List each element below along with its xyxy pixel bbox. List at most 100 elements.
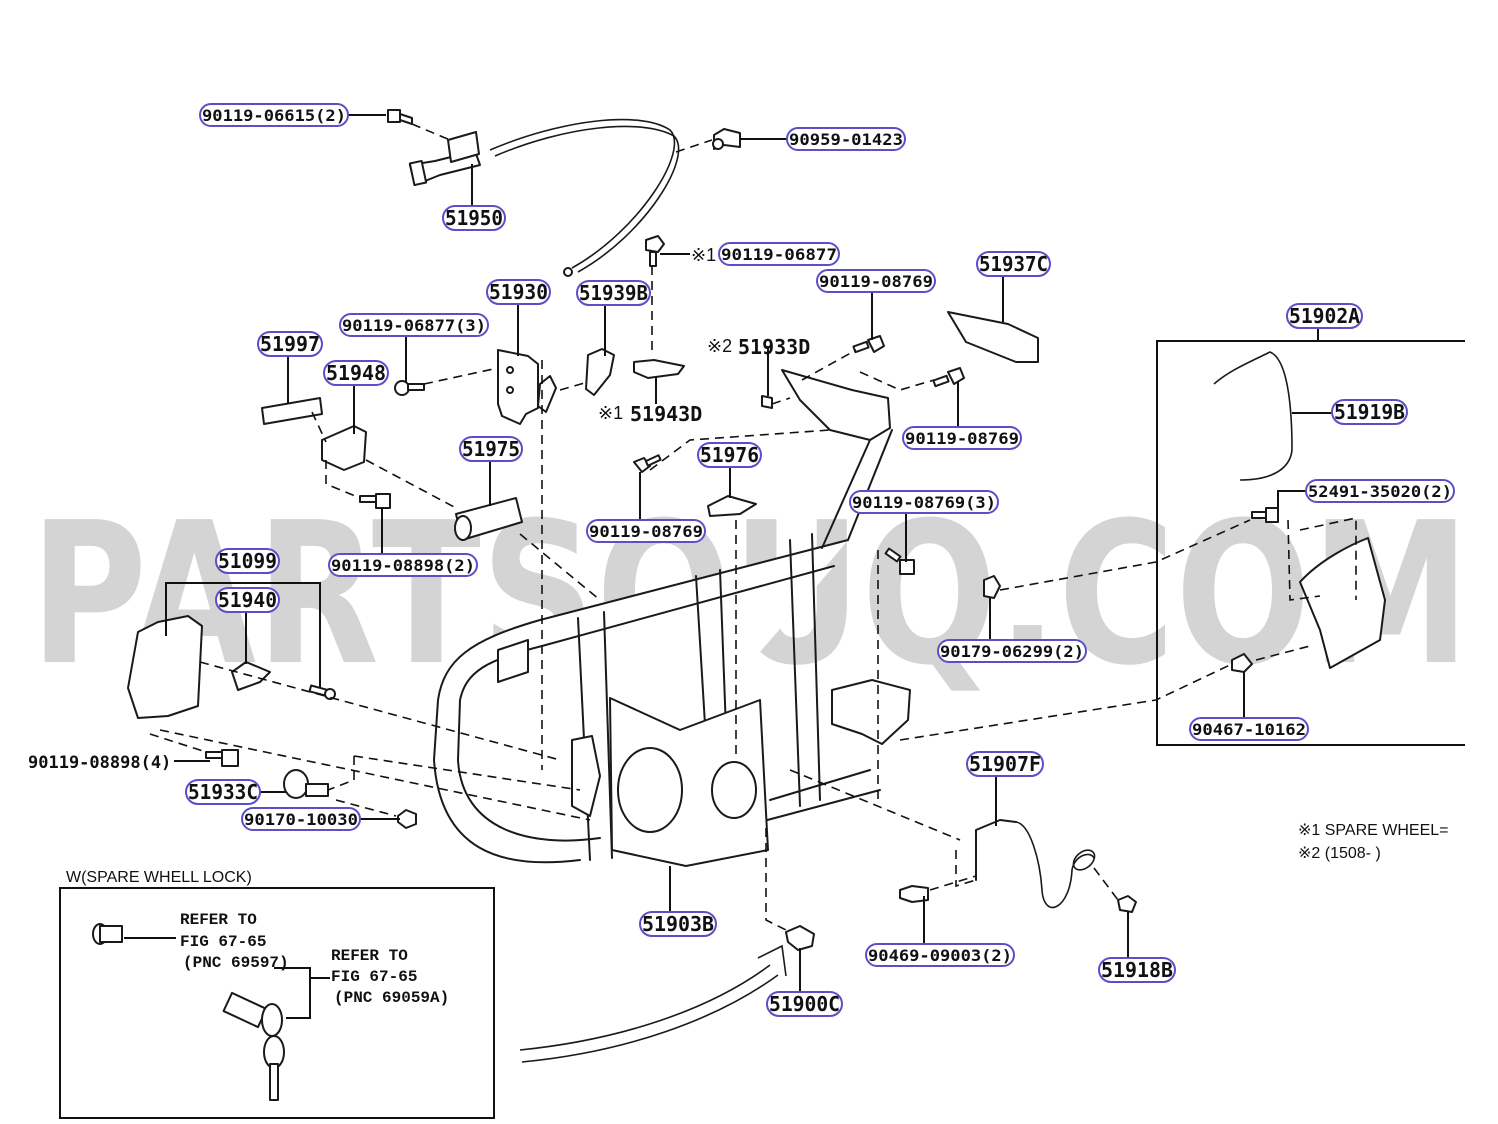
part-number-label: 51940 bbox=[218, 588, 277, 612]
label-51943d[interactable]: 51943D bbox=[630, 402, 702, 426]
callout-51919b[interactable]: 51919B bbox=[1331, 399, 1408, 425]
clip-90959-01423 bbox=[712, 128, 741, 150]
callout-51937c[interactable]: 51937C bbox=[976, 251, 1051, 277]
callout-oval bbox=[786, 127, 906, 151]
part-51997-plate bbox=[261, 397, 323, 425]
callout-51997[interactable]: 51997 bbox=[257, 331, 323, 357]
callout-51930[interactable]: 51930 bbox=[486, 279, 551, 305]
callout-oval bbox=[257, 331, 323, 357]
callout-52491-35020[interactable]: 52491-35020(2) bbox=[1305, 479, 1455, 503]
callout-90119-08769-3[interactable]: 90119-08769(3) bbox=[849, 490, 999, 514]
part-51930-hinge bbox=[497, 349, 557, 425]
callout-oval bbox=[1331, 399, 1408, 425]
curved-arrow bbox=[519, 944, 787, 1063]
part-number-label: 51903B bbox=[642, 912, 714, 936]
part-number-label: 51907F bbox=[969, 752, 1041, 776]
callout-oval bbox=[215, 587, 280, 613]
group-frame-51902a bbox=[1156, 328, 1465, 746]
inset-lock-cylinder bbox=[92, 923, 123, 945]
part-number-label: 90119-08769 bbox=[819, 272, 933, 291]
callout-51099[interactable]: 51099 bbox=[215, 548, 280, 574]
inset-frame bbox=[59, 887, 495, 1119]
part-51948-bracket bbox=[321, 425, 367, 471]
ref1-line-2: FIG 67-65 bbox=[180, 933, 266, 951]
callout-oval bbox=[339, 313, 489, 337]
callout-90119-06877-a[interactable]: 90119-06877 bbox=[718, 242, 840, 266]
part-number-label: 51900C bbox=[769, 992, 840, 1016]
part-number-label: 51939B bbox=[579, 281, 648, 305]
callout-oval bbox=[976, 251, 1051, 277]
callout-51933c[interactable]: 51933C bbox=[185, 779, 261, 805]
callout-90469-09003[interactable]: 90469-09003(2) bbox=[865, 943, 1015, 967]
dashed-connectors bbox=[149, 123, 1357, 931]
part-51950-cable bbox=[408, 118, 680, 277]
callout-oval bbox=[576, 280, 651, 306]
inset-ref-69597[interactable]: REFER TO FIG 67-65 (PNC 69597) bbox=[180, 911, 289, 972]
callout-oval bbox=[816, 269, 936, 293]
callout-90119-06877-3[interactable]: 90119-06877(3) bbox=[339, 313, 489, 337]
part-number-label: 90959-01423 bbox=[789, 130, 903, 149]
part-number-label: 52491-35020(2) bbox=[1308, 482, 1452, 501]
nut-90170-10030 bbox=[397, 809, 417, 829]
callout-90467-10162[interactable]: 90467-10162 bbox=[1189, 717, 1309, 741]
callout-51900c[interactable]: 51900C bbox=[766, 991, 843, 1017]
bolt-90119-08769-b bbox=[932, 367, 965, 388]
part-51919b-rod bbox=[1213, 351, 1293, 481]
callout-oval bbox=[639, 911, 717, 937]
part-51933d bbox=[761, 395, 773, 409]
inset-ref-69059a[interactable]: REFER TO FIG 67-65 (PNC 69059A) bbox=[331, 947, 449, 1007]
callout-51939b[interactable]: 51939B bbox=[576, 280, 651, 306]
callout-51948[interactable]: 51948 bbox=[323, 360, 389, 386]
callout-51918b[interactable]: 51918B bbox=[1098, 957, 1176, 983]
callout-90119-08898-2[interactable]: 90119-08898(2) bbox=[328, 553, 478, 577]
callout-51975[interactable]: 51975 bbox=[459, 436, 523, 462]
callout-51903b[interactable]: 51903B bbox=[639, 911, 717, 937]
callout-oval bbox=[323, 360, 389, 386]
part-number-label: 51902A bbox=[1289, 304, 1360, 328]
callout-51940[interactable]: 51940 bbox=[215, 587, 280, 613]
note-line-2: ※2 (1508- ) bbox=[1298, 845, 1381, 862]
part-number-label: 51919B bbox=[1334, 400, 1405, 424]
part-51976 bbox=[707, 495, 757, 517]
part-number-label: 51099 bbox=[218, 549, 277, 573]
callout-90119-06615[interactable]: 90119-06615(2) bbox=[199, 103, 349, 127]
part-51943d bbox=[633, 359, 685, 379]
callout-oval bbox=[937, 639, 1087, 663]
ref2-line-2: FIG 67-65 bbox=[331, 968, 417, 986]
callout-90179-06299[interactable]: 90179-06299(2) bbox=[937, 639, 1087, 663]
part-number-label: 51997 bbox=[260, 332, 320, 356]
label-90119-08898-4[interactable]: 90119-08898(4) bbox=[28, 753, 171, 773]
note-mark-90119-06877: ※1 bbox=[691, 245, 716, 265]
callout-90170-10030[interactable]: 90170-10030 bbox=[241, 807, 361, 831]
callout-90119-08769-b[interactable]: 90119-08769 bbox=[902, 426, 1022, 450]
bolt-90119-06877-top bbox=[645, 235, 665, 267]
callout-oval bbox=[697, 442, 762, 468]
callout-oval bbox=[849, 490, 999, 514]
part-number-label: 51975 bbox=[462, 437, 520, 461]
callout-90119-08769-c[interactable]: 90119-08769 bbox=[586, 519, 706, 543]
part-number-label: 90179-06299(2) bbox=[940, 642, 1084, 661]
note-line-1: ※1 SPARE WHEEL= bbox=[1298, 822, 1449, 839]
callout-oval bbox=[185, 779, 261, 805]
part-number-label: 90119-08769 bbox=[589, 522, 703, 541]
callout-90119-08769-a[interactable]: 90119-08769 bbox=[816, 269, 936, 293]
part-number-label: 51930 bbox=[489, 280, 548, 304]
leader-lines bbox=[124, 114, 1334, 1019]
label-51933d[interactable]: 51933D bbox=[738, 335, 810, 359]
callout-51907f[interactable]: 51907F bbox=[966, 751, 1044, 777]
part-number-label: 90170-10030 bbox=[244, 810, 358, 829]
callout-51902a[interactable]: 51902A bbox=[1286, 303, 1363, 329]
callout-oval bbox=[966, 751, 1044, 777]
inset-title: W(SPARE WHELL LOCK) bbox=[66, 869, 252, 886]
part-number-label: 51950 bbox=[445, 206, 503, 230]
callout-oval bbox=[459, 436, 523, 462]
callout-90959-01423[interactable]: 90959-01423 bbox=[786, 127, 906, 151]
callout-51950[interactable]: 51950 bbox=[442, 205, 506, 231]
callout-oval bbox=[215, 548, 280, 574]
part-51907f-cable bbox=[975, 819, 1096, 909]
callout-oval bbox=[1098, 957, 1176, 983]
callout-51976[interactable]: 51976 bbox=[697, 442, 762, 468]
part-number-label: 90119-06615(2) bbox=[202, 106, 346, 125]
part-number-label: 90119-06877 bbox=[721, 245, 837, 264]
part-51933c-bumper bbox=[283, 769, 329, 799]
